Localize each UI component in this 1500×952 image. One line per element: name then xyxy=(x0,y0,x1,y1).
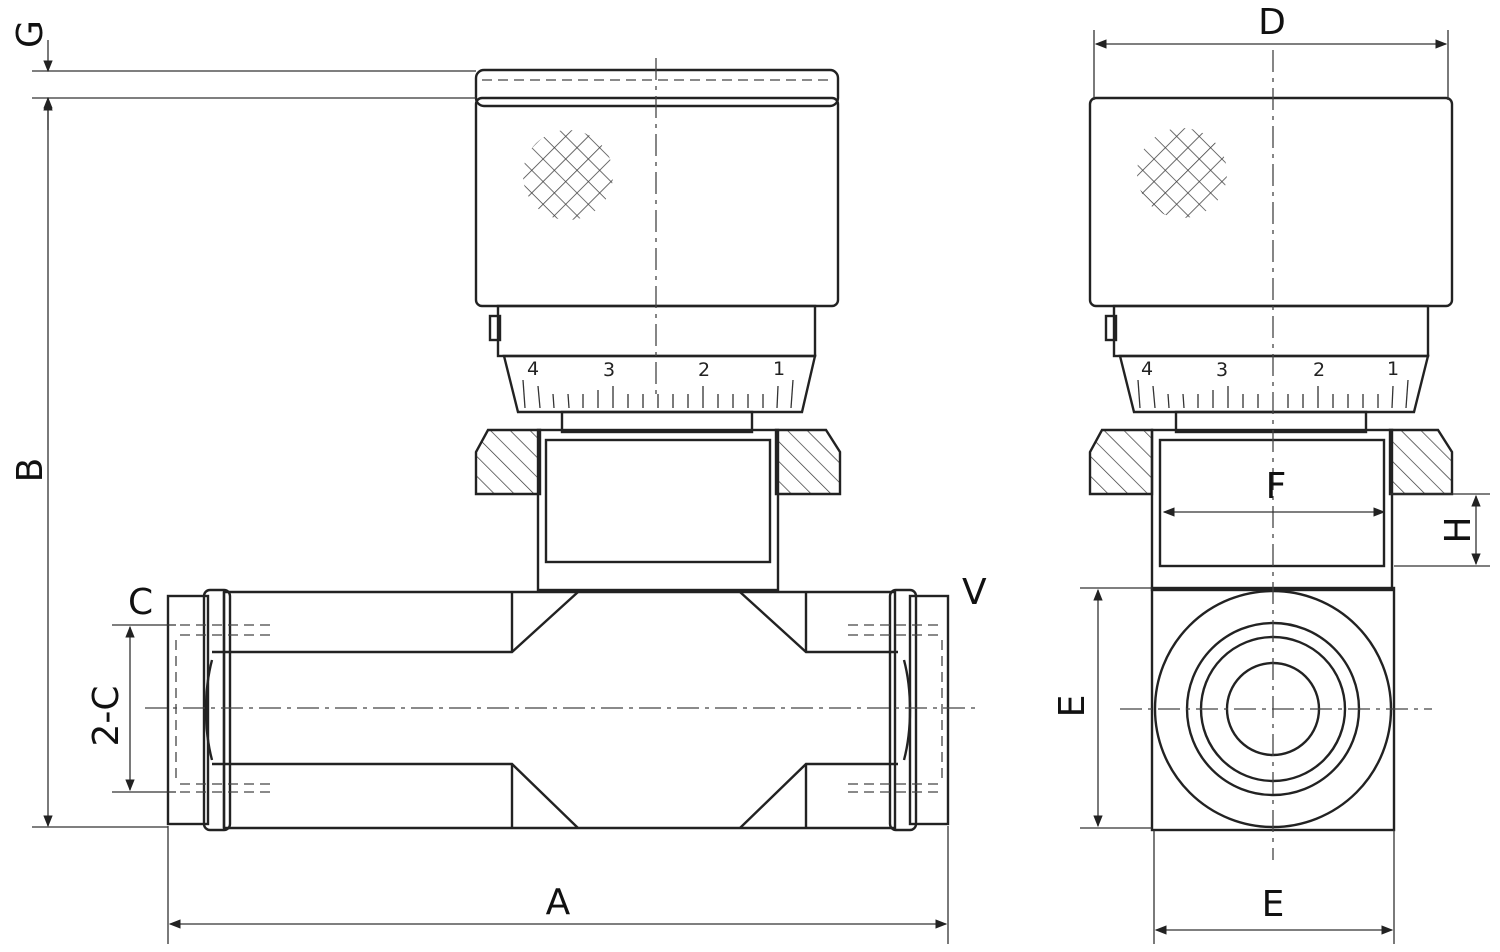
side-scale-tick-1: 1 xyxy=(1387,358,1399,380)
dim-label-f: F xyxy=(1266,466,1287,507)
dim-label-h: H xyxy=(1438,516,1479,543)
front-knob xyxy=(474,68,840,308)
side-view: 4 3 2 1 xyxy=(1088,50,1454,860)
scale-tick-4: 4 xyxy=(527,358,539,380)
scale-tick-2: 2 xyxy=(698,359,710,381)
dim-label-e-side: E xyxy=(1052,695,1093,718)
front-dimensions: G B C 2-C V A xyxy=(10,20,987,944)
front-body xyxy=(166,588,950,832)
front-nut xyxy=(474,428,842,592)
dim-label-c: C xyxy=(128,582,153,623)
dim-label-2c: 2-C xyxy=(86,685,127,746)
side-dimensions: D F H E E xyxy=(1052,2,1490,944)
scale-tick-1: 1 xyxy=(773,358,785,380)
dim-label-g: G xyxy=(10,20,51,48)
side-scale-tick-4: 4 xyxy=(1141,358,1153,380)
dim-label-a: A xyxy=(546,882,571,923)
dim-label-d: D xyxy=(1258,2,1286,43)
side-collar xyxy=(1104,304,1430,434)
side-scale-tick-3: 3 xyxy=(1216,359,1228,381)
dim-label-v: V xyxy=(962,572,987,613)
side-scale: 4 3 2 1 xyxy=(1137,358,1409,409)
dim-label-e-bottom: E xyxy=(1262,884,1285,925)
knurl-grip-side xyxy=(1137,128,1227,218)
scale-tick-3: 3 xyxy=(603,359,615,381)
front-scale: 4 3 2 1 xyxy=(522,358,794,409)
front-view: 4 3 2 1 xyxy=(145,58,980,832)
dim-label-b: B xyxy=(10,458,51,483)
side-knob xyxy=(1088,96,1454,308)
knurl-grip-front xyxy=(523,130,613,220)
side-scale-tick-2: 2 xyxy=(1313,359,1325,381)
